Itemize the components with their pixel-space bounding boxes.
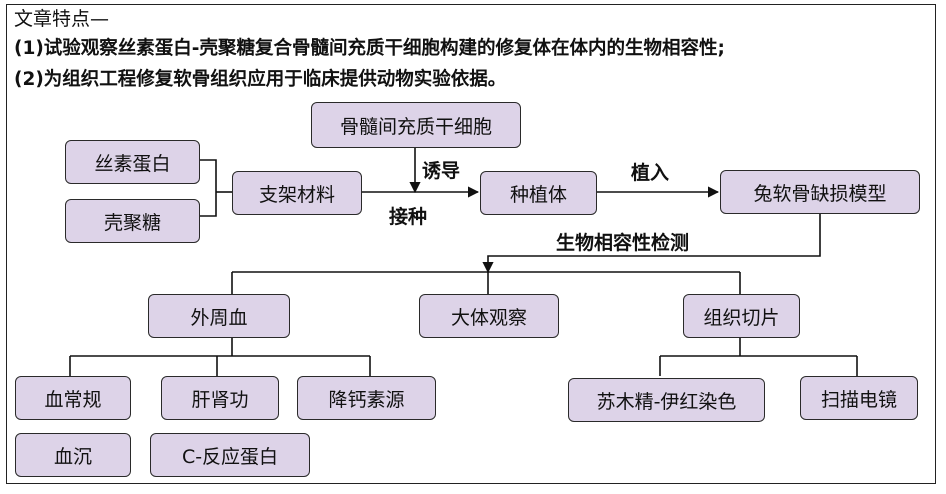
node-tissue-section: 组织切片 — [683, 294, 800, 338]
model-to-tests-arrow — [482, 212, 821, 274]
node-gross-observation: 大体观察 — [419, 294, 559, 338]
node-sem: 扫描电镜 — [800, 376, 918, 420]
node-c-reactive-protein: C-反应蛋白 — [150, 433, 310, 477]
node-msc: 骨髓间充质干细胞 — [311, 102, 521, 148]
node-he-staining: 苏木精-伊红染色 — [568, 378, 765, 422]
node-cartilage-defect-model: 兔软骨缺损模型 — [720, 170, 920, 214]
node-implant: 种植体 — [480, 171, 597, 215]
edge-label-inoculate: 接种 — [389, 206, 428, 228]
edge-label-implant: 植入 — [631, 162, 670, 184]
node-chitosan: 壳聚糖 — [65, 199, 200, 243]
edge-label-induce: 诱导 — [422, 160, 461, 182]
node-procalcitonin: 降钙素源 — [297, 376, 436, 420]
header-point-2: (2)为组织工程修复软骨组织应用于临床提供动物实验依据。 — [14, 69, 507, 90]
bracket-line — [200, 159, 217, 217]
node-scaffold: 支架材料 — [232, 171, 362, 215]
header-point-1: (1)试验观察丝素蛋白-壳聚糖复合骨髓间充质干细胞构建的修复体在体内的生物相容性… — [14, 38, 725, 59]
header-title: 文章特点— — [14, 8, 110, 30]
node-liver-kidney-function: 肝肾功 — [161, 376, 279, 420]
node-esr: 血沉 — [15, 433, 131, 477]
node-peripheral-blood: 外周血 — [148, 294, 290, 338]
edge-label-biocompat: 生物相容性检测 — [556, 232, 690, 254]
node-silk-fibroin: 丝素蛋白 — [65, 140, 200, 184]
diagram-frame — [6, 4, 936, 484]
node-blood-routine: 血常规 — [15, 376, 131, 420]
